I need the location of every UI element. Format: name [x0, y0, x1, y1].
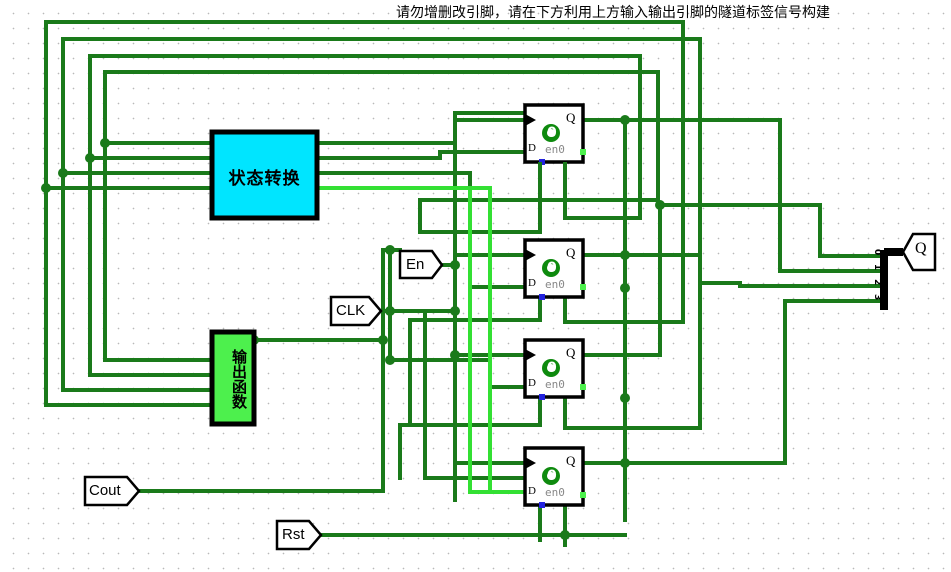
tunnel-cout[interactable]	[83, 475, 141, 507]
editor-annotation-text: 请勿增删改引脚，请在下方利用上方输入输出引脚的隧道标签信号构建	[396, 5, 830, 21]
active-signal-wire	[315, 186, 527, 494]
block-output-function[interactable]	[209, 329, 257, 427]
tunnel-rst[interactable]	[275, 519, 323, 551]
flipflop-layer	[523, 103, 586, 508]
flipflop-ff2[interactable]	[523, 338, 586, 400]
flipflop-ff1[interactable]	[523, 238, 586, 300]
tunnel-en[interactable]	[398, 249, 444, 280]
flipflop-ff0[interactable]	[523, 103, 586, 168]
bus-splitter[interactable]	[880, 248, 903, 310]
flipflop-ff3[interactable]	[523, 446, 586, 508]
blocks-layer	[209, 129, 320, 427]
tunnel-q[interactable]	[901, 232, 937, 272]
tunnel-clk[interactable]	[329, 295, 383, 327]
block-state-transition[interactable]	[209, 129, 320, 221]
